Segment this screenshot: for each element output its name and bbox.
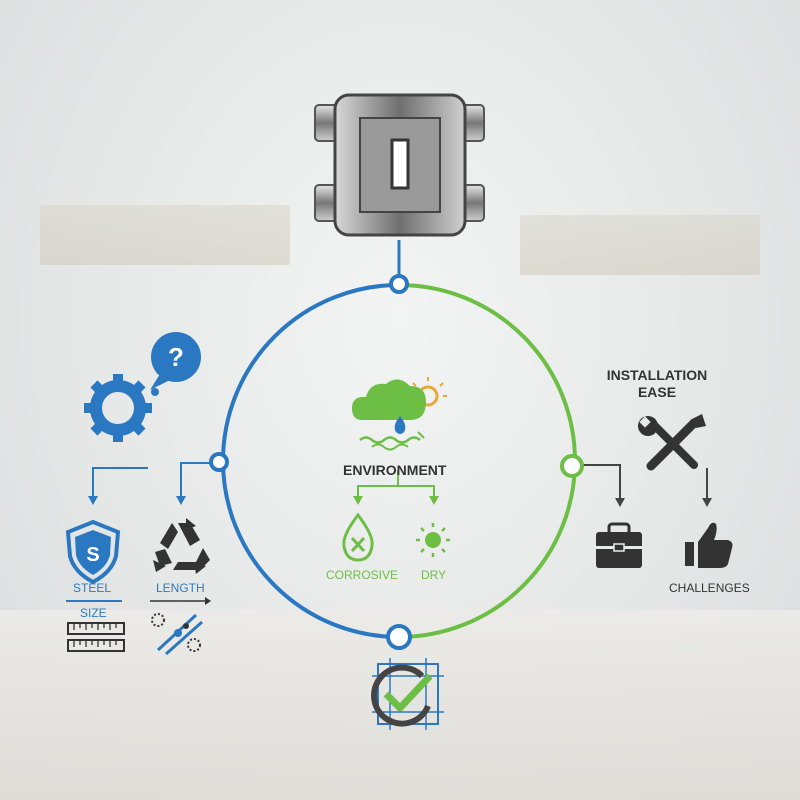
background-shelf (40, 205, 290, 265)
env-option-corrosive-label[interactable]: CORROSIVE (326, 568, 399, 582)
env-option-dry-label[interactable]: DRY (421, 568, 447, 582)
installation-ease-title: INSTALLATION EASE (606, 367, 708, 400)
node-top[interactable] (389, 274, 409, 294)
node-bottom[interactable] (386, 624, 412, 650)
svg-text:S: S (86, 544, 99, 566)
node-left[interactable] (209, 452, 229, 472)
steel-label[interactable]: STEEL (73, 581, 112, 595)
challenges-label[interactable]: CHALLENGES (669, 581, 750, 595)
background-shelf (520, 215, 760, 275)
svg-text:?: ? (168, 342, 184, 372)
environment-title: ENVIRONMENT (343, 462, 447, 478)
node-right[interactable] (560, 454, 584, 478)
length-label[interactable]: LENGTH (156, 581, 205, 595)
size-label[interactable]: SIZE (80, 606, 107, 620)
